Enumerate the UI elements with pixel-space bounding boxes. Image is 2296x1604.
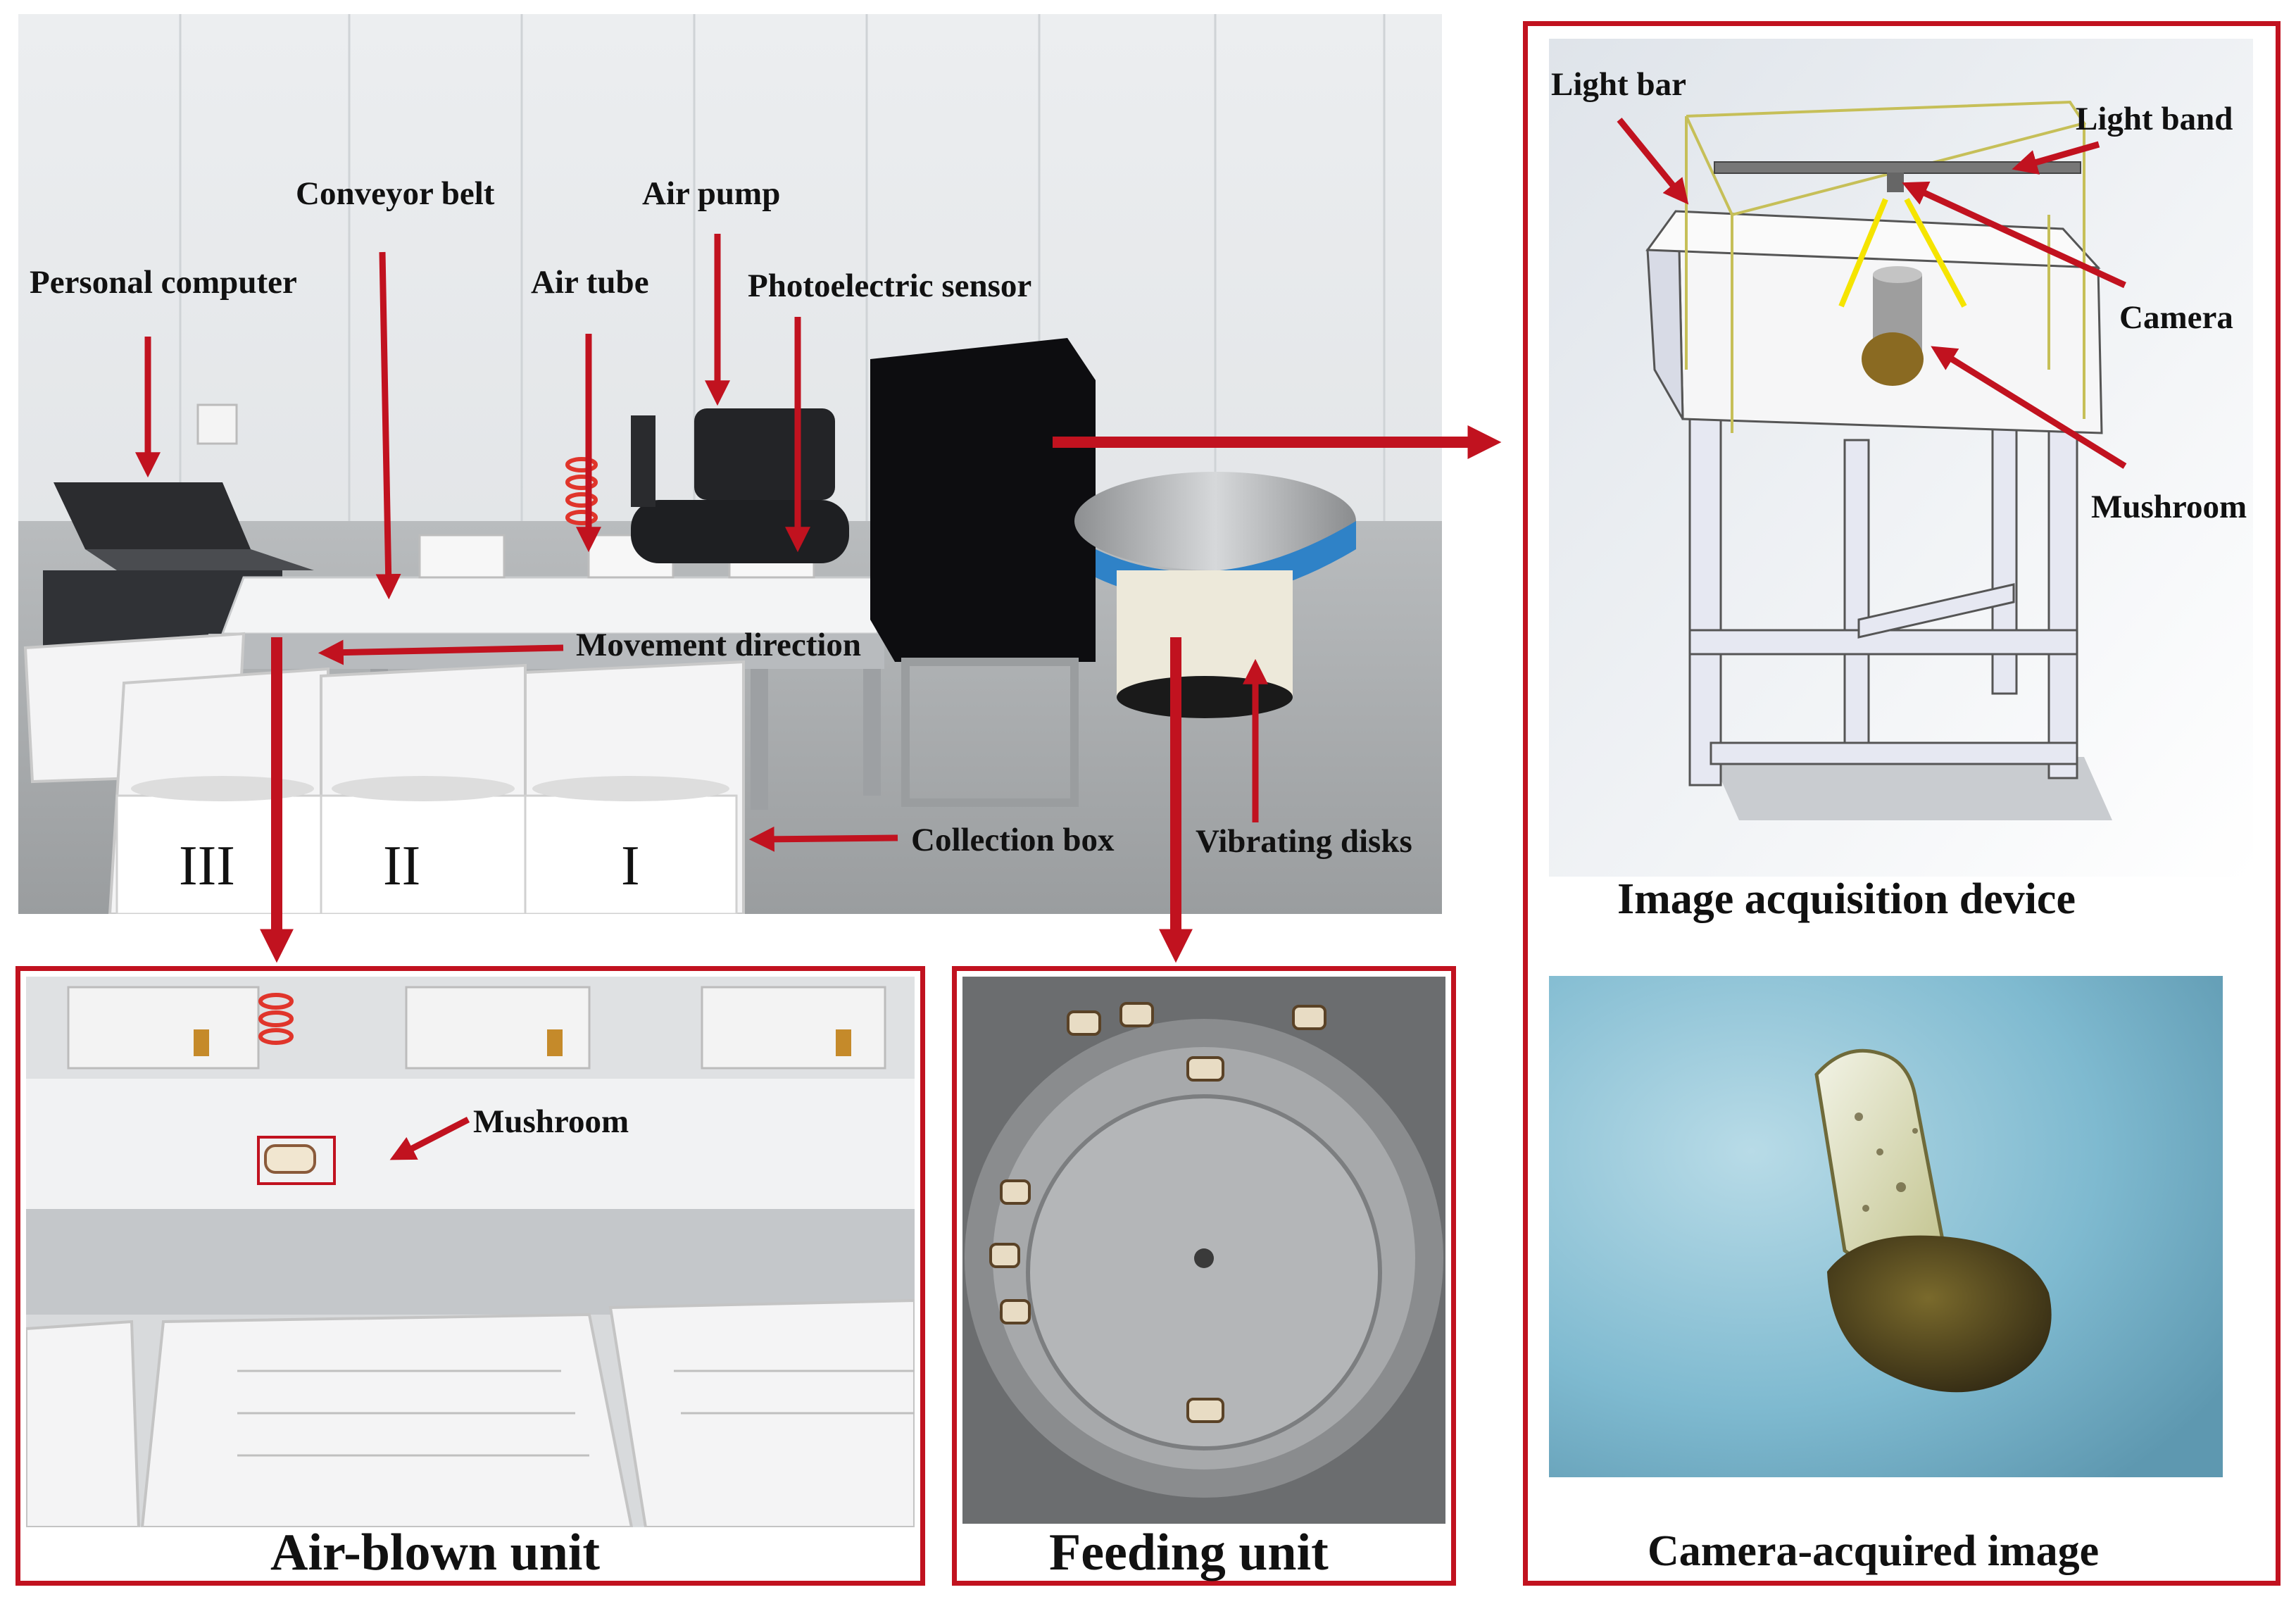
device-render-drawing <box>1549 39 2253 877</box>
image-acquisition-caption: Image acquisition device <box>1617 875 2076 923</box>
air-pump-label: Air pump <box>642 175 781 212</box>
feeding-photo <box>962 977 1445 1524</box>
camera-acquired-image <box>1549 976 2223 1477</box>
mushroom-label-device: Mushroom <box>2091 489 2247 525</box>
movement-direction-label: Movement direction <box>576 627 862 663</box>
collection-box-label-3: III <box>179 835 235 897</box>
light-band-label: Light band <box>2076 101 2233 137</box>
device-render <box>1549 39 2253 877</box>
main-photo: III II I <box>18 14 1442 914</box>
camera-image-drawing <box>1549 976 2223 1477</box>
photoelectric-sensor-label: Photoelectric sensor <box>748 268 1032 304</box>
air-blown-photo <box>26 977 915 1527</box>
camera-label: Camera <box>2119 299 2233 336</box>
vibrating-disks-label: Vibrating disks <box>1196 823 1412 860</box>
light-bar-label: Light bar <box>1551 66 1686 103</box>
collection-box-label-1: I <box>621 835 640 897</box>
camera-acquired-caption: Camera-acquired image <box>1648 1527 2100 1575</box>
air-blown-drawing <box>26 977 915 1527</box>
personal-computer-label: Personal computer <box>30 264 297 301</box>
image-acquisition-frame <box>1523 21 2281 1586</box>
air-blown-caption: Air-blown unit <box>270 1524 601 1581</box>
air-blown-frame <box>15 966 925 1586</box>
air-tube-label: Air tube <box>531 264 649 301</box>
main-photo-scene <box>18 14 1442 914</box>
collection-box-label-2: II <box>383 835 421 897</box>
feeding-frame <box>952 966 1456 1586</box>
mushroom-label-air-blown: Mushroom <box>473 1103 629 1140</box>
feeding-caption: Feeding unit <box>1049 1524 1329 1581</box>
feeding-drawing <box>962 977 1445 1524</box>
collection-box-label: Collection box <box>911 822 1115 858</box>
conveyor-belt-label: Conveyor belt <box>296 175 495 212</box>
